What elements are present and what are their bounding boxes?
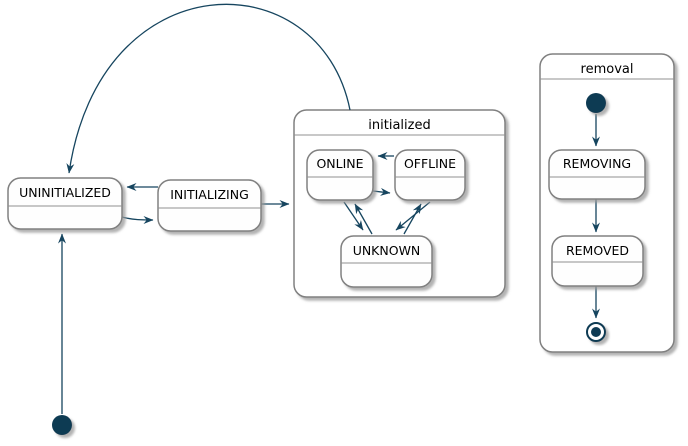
state-unknown: UNKNOWN <box>340 235 433 288</box>
composite-state-removal: removal <box>539 53 675 353</box>
state-initializing-label: INITIALIZING <box>170 187 249 202</box>
transition-initialized-to-uninitialized <box>66 3 351 174</box>
initial-state-dot-main <box>52 415 72 435</box>
state-online: ONLINE <box>306 149 374 201</box>
transition-online-to-unknown <box>343 201 364 231</box>
state-unknown-label: UNKNOWN <box>353 243 421 258</box>
composite-removal-title: removal <box>581 62 634 77</box>
transition-unknown-to-online <box>354 203 373 235</box>
transition-offline-to-unknown <box>395 201 431 231</box>
transition-online-to-offline <box>372 187 391 196</box>
state-offline: OFFLINE <box>394 149 466 201</box>
state-removed: REMOVED <box>551 235 644 287</box>
state-uninitialized: UNINITIALIZED <box>7 177 123 230</box>
composite-initialized-title: initialized <box>368 118 430 133</box>
state-uninitialized-label: UNINITIALIZED <box>19 185 111 200</box>
state-removed-label: REMOVED <box>566 243 629 258</box>
initial-state-dot-removal <box>586 93 606 113</box>
state-initializing: INITIALIZING <box>157 179 262 232</box>
transition-unknown-to-offline <box>403 203 422 235</box>
state-removing: REMOVING <box>548 149 646 200</box>
state-online-label: ONLINE <box>316 156 363 171</box>
state-offline-label: OFFLINE <box>404 156 456 171</box>
transition-uninitialized-to-initializing <box>121 215 154 224</box>
final-state-dot-removal <box>586 322 606 342</box>
state-removing-label: REMOVING <box>563 156 631 171</box>
